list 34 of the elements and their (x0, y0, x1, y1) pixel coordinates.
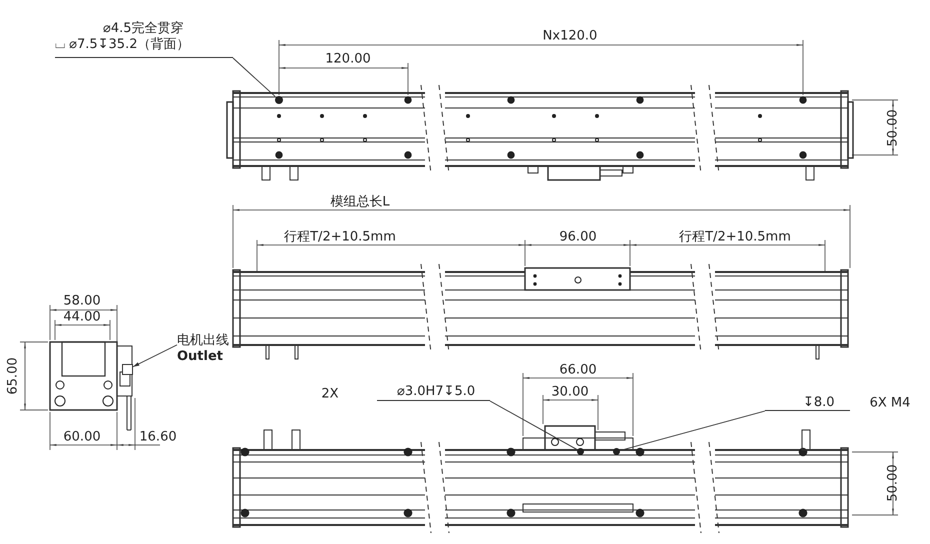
callout-text: ↧8.0 (802, 395, 836, 411)
dimension-label: 30.00 (551, 384, 589, 400)
callout-note: 2X (321, 386, 339, 402)
dimension-label: 58.00 (63, 294, 101, 308)
hole-marker (275, 96, 283, 104)
leader-line (620, 410, 766, 451)
callout-underline (377, 384, 490, 401)
hole-marker (577, 448, 584, 455)
dimension-label: 65.00 (6, 357, 20, 395)
dimension-label: 96.00 (559, 230, 597, 244)
dimension-label: 模组总长L (330, 194, 390, 210)
dimension-label: 16.60 (139, 430, 177, 444)
hole-marker (613, 448, 620, 455)
dimension-label: 120.00 (325, 52, 371, 66)
dimension-label: Nx120.0 (542, 28, 598, 44)
dimension-label: 行程T/2+10.5mm (679, 230, 791, 244)
dimension-label: 60.00 (63, 430, 101, 444)
dimension-label: 行程T/2+10.5mm (284, 230, 396, 244)
leader-line (490, 400, 578, 450)
leader-line (132, 344, 178, 368)
callout-underline (55, 21, 233, 58)
cable-outlet (122, 364, 133, 375)
dimension-label: 50.00 (886, 464, 900, 502)
callout-text: 电机出线 (177, 333, 230, 349)
dimension-label: 66.00 (559, 362, 597, 378)
leader-line (232, 58, 276, 97)
callout-text: Outlet (177, 349, 224, 365)
callout-text: ⌴ ⌀7.5↧35.2（背面） (55, 37, 190, 53)
callout-text: ⌀4.5完全贯穿 (102, 21, 185, 37)
dimension-label: 50.00 (886, 109, 900, 147)
callout-note: 6X M4 (870, 396, 910, 410)
callout-underline (765, 395, 850, 411)
dimension-label: 44.00 (63, 310, 101, 324)
callout-text: ⌀3.0H7↧5.0 (396, 384, 476, 400)
